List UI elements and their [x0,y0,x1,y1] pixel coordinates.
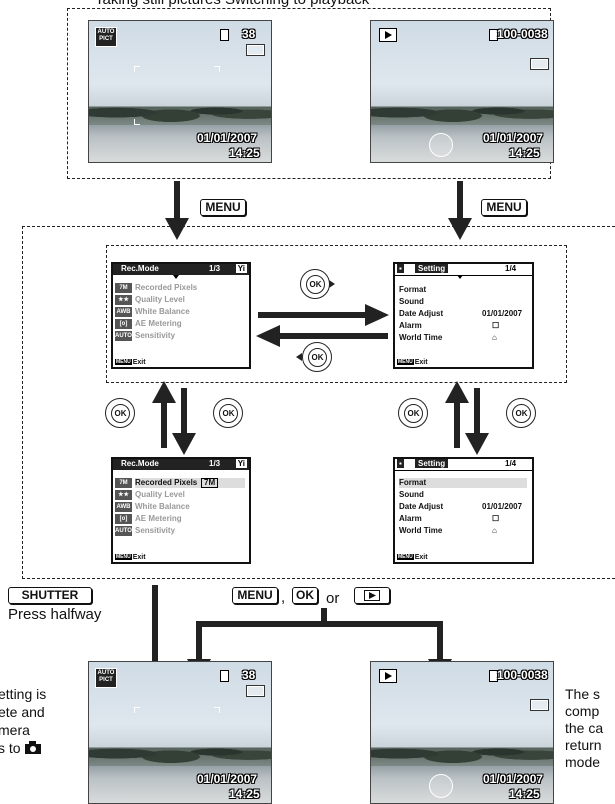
shutter-key: SHUTTER [8,587,92,604]
ok-key-bottom: OK [292,587,318,604]
sd-card-icon [220,670,229,682]
right-note: The s comp the ca return mode [565,686,604,770]
menu-key-left: MENU [200,199,246,216]
file-number: 100-0038 [497,668,548,682]
playback-time: 14:25 [509,787,540,801]
shots-remaining: 38 [242,668,256,682]
sd-card-icon [489,670,498,682]
battery-icon [530,58,549,70]
playback-time: 14:25 [509,146,540,160]
ok-down-button-right: OK [506,398,536,428]
playback-icon [379,28,397,42]
menu-key-right: MENU [481,199,527,216]
ok-right-button: OK [300,269,330,299]
capture-date: 01/01/2007 [197,131,258,145]
four-way-controller-icon [429,133,453,157]
battery-icon [246,44,265,56]
sd-card-icon [220,29,229,41]
battery-icon [530,699,549,711]
playback-key-bottom [354,587,390,604]
ok-left-button: OK [302,342,332,372]
ok-down-button-left: OK [213,398,243,428]
playback-icon [379,669,397,683]
four-way-controller-icon [429,774,453,798]
playback-date: 01/01/2007 [483,772,544,786]
capture-date: 01/01/2007 [197,772,258,786]
playback-screen-bottom: 100-0038 01/01/2007 14:25 [370,661,554,804]
menu-key-bottom: MENU [232,587,278,604]
press-halfway-label: Press halfway [8,606,102,623]
capture-time: 14:25 [229,146,260,160]
file-number: 100-0038 [497,27,548,41]
left-note: etting is ete and mera s to [0,686,47,756]
ok-up-button-left: OK [105,398,135,428]
playback-screen-top: 100-0038 01/01/2007 14:25 [370,20,554,163]
header-text: Taking still pictures Switching to playb… [95,0,555,8]
sd-card-icon [489,29,498,41]
battery-icon [246,685,265,697]
playback-date: 01/01/2007 [483,131,544,145]
shots-remaining: 38 [242,27,256,41]
top-menus-box [106,245,567,383]
menu-section-box [22,226,615,579]
ok-up-button-right: OK [398,398,428,428]
capture-time: 14:25 [229,787,260,801]
